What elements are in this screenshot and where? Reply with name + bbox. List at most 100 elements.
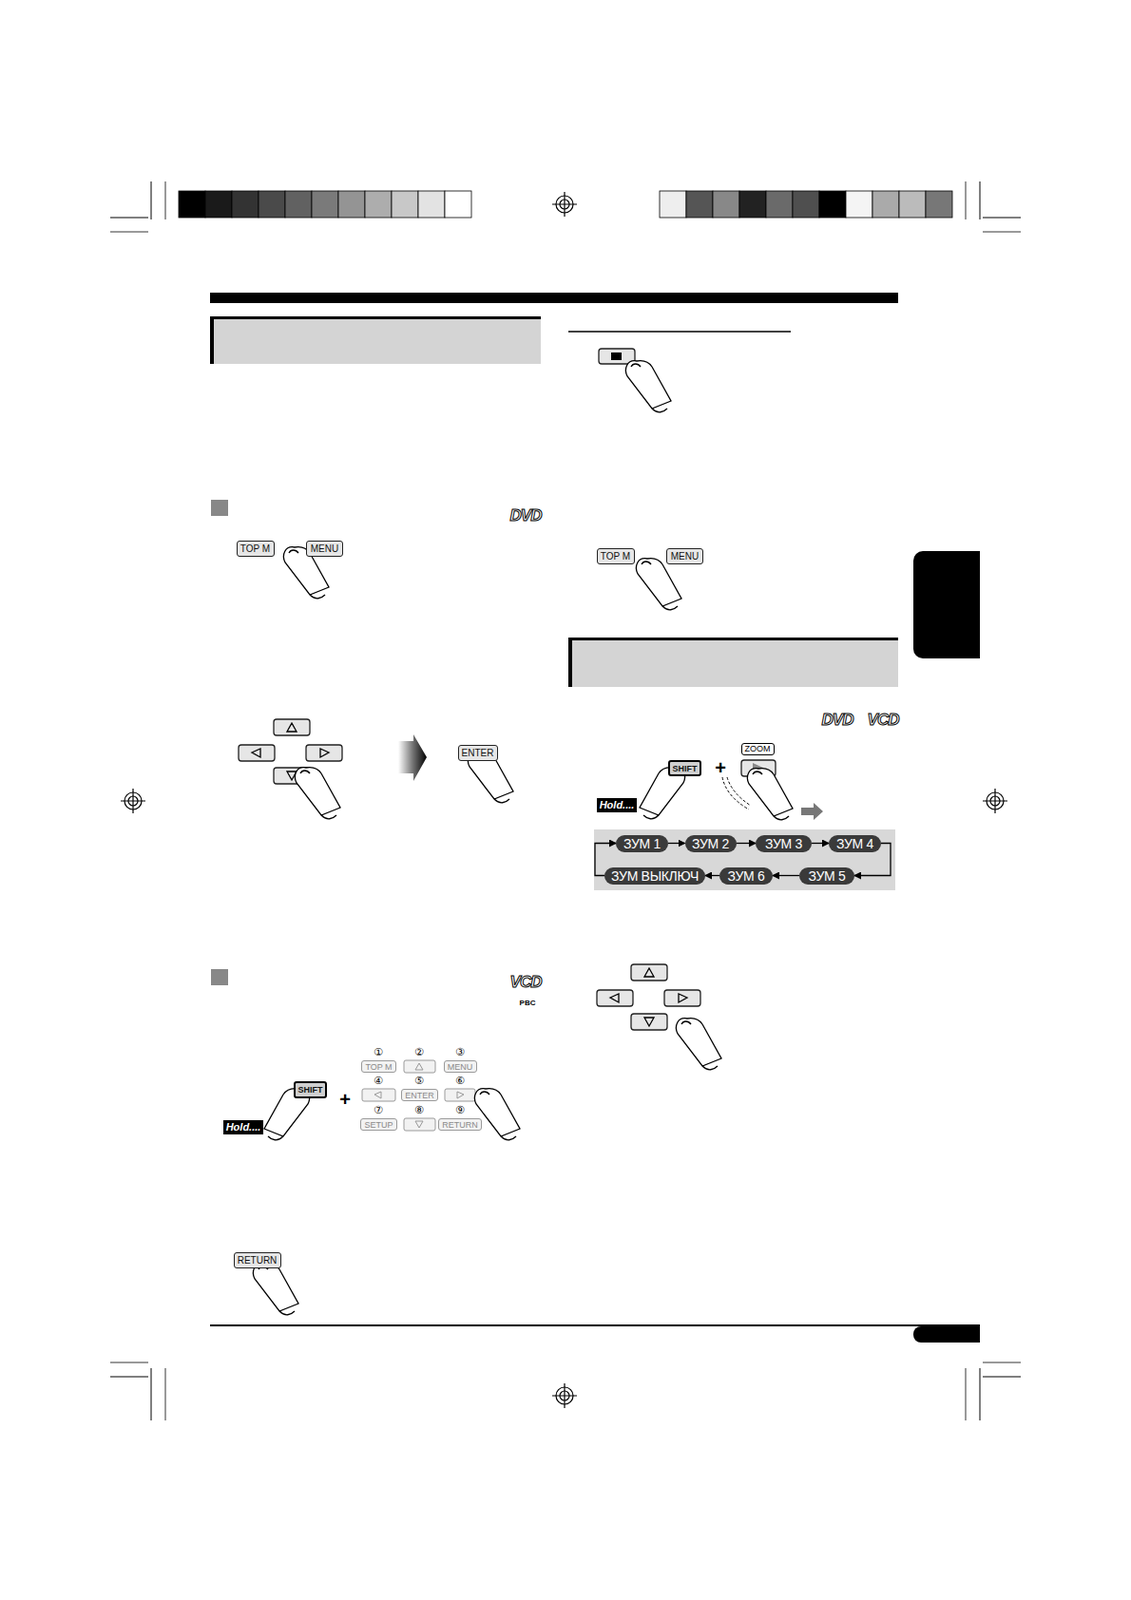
button-label: TOP M bbox=[364, 1062, 392, 1073]
disc-logo: PBC bbox=[519, 999, 537, 1008]
sequence-arrow bbox=[705, 875, 720, 877]
callout-number: ② bbox=[414, 1047, 424, 1058]
motion-arrow bbox=[801, 803, 824, 821]
finger bbox=[675, 1018, 722, 1071]
colour-bar bbox=[311, 191, 339, 218]
colour-bar bbox=[819, 191, 846, 218]
callout-number: ⑧ bbox=[414, 1105, 424, 1116]
button-label: ЗУМ ВЫКЛЮЧ bbox=[611, 868, 699, 884]
button-label: TOP M bbox=[240, 543, 270, 555]
button-label: RETURN bbox=[441, 1120, 479, 1131]
colour-bar bbox=[659, 191, 687, 218]
page-number-tab bbox=[913, 1326, 980, 1343]
callout-number: ⑨ bbox=[455, 1105, 465, 1116]
zoom-sequence-panel bbox=[594, 829, 896, 891]
colour-bar bbox=[845, 191, 873, 218]
footer-rule bbox=[210, 1324, 980, 1327]
button-label: SETUP bbox=[364, 1120, 393, 1131]
callout-number: ① bbox=[373, 1047, 384, 1058]
finger-illustrations bbox=[252, 361, 793, 1316]
remote-button: TOP M bbox=[361, 1060, 397, 1074]
colour-bar bbox=[925, 191, 953, 218]
bullet-square bbox=[210, 969, 229, 986]
finger bbox=[474, 1089, 520, 1141]
colour-bar bbox=[205, 191, 232, 218]
hold-tag: Hold.... bbox=[596, 798, 638, 813]
zoom-step: ЗУМ 6 bbox=[719, 867, 773, 885]
colour-bar bbox=[338, 191, 365, 218]
finger bbox=[294, 767, 341, 820]
sequence-arrow bbox=[772, 875, 800, 877]
button-label: ENTER bbox=[461, 747, 495, 759]
colour-bar bbox=[418, 191, 445, 218]
button-label: MENU bbox=[447, 1062, 474, 1073]
colour-bar bbox=[872, 191, 900, 218]
zoom-step: ЗУМ 4 bbox=[828, 835, 882, 853]
bullet-square bbox=[210, 499, 229, 517]
disc-logo: DVD bbox=[822, 711, 854, 729]
registration-marks bbox=[120, 191, 1008, 1409]
button-label: ЗУМ 1 bbox=[623, 836, 661, 852]
zoom-step: ЗУМ 3 bbox=[755, 835, 812, 853]
callout-number: ③ bbox=[455, 1047, 465, 1058]
sequence-arrow bbox=[668, 843, 686, 844]
button-label: MENU bbox=[310, 543, 339, 555]
arrow-keys bbox=[238, 348, 776, 1031]
remote-button: TOP M bbox=[236, 540, 275, 557]
plus-sign: + bbox=[714, 758, 727, 778]
key-label: ZOOM bbox=[741, 743, 775, 756]
remote-button: MENU bbox=[306, 540, 344, 557]
header-bar bbox=[210, 292, 899, 304]
button-label: RETURN bbox=[237, 1255, 278, 1266]
colour-bar bbox=[739, 191, 767, 218]
callout-number: ④ bbox=[373, 1075, 384, 1087]
button-label: ЗУМ 6 bbox=[727, 868, 765, 884]
disc-logo: DVD bbox=[510, 507, 542, 524]
remote-button: MENU bbox=[666, 548, 704, 565]
callout-number: ⑤ bbox=[414, 1075, 424, 1087]
remote-button: RETURN bbox=[233, 1252, 282, 1269]
colour-bar bbox=[444, 191, 472, 218]
remote-button: SHIFT bbox=[293, 1081, 327, 1099]
finger bbox=[747, 768, 793, 821]
colour-bar bbox=[285, 191, 312, 218]
colour-bar bbox=[712, 191, 740, 218]
button-label: SHIFT bbox=[672, 764, 698, 774]
finger bbox=[635, 558, 682, 611]
finger bbox=[252, 1264, 299, 1316]
side-tab bbox=[913, 551, 980, 659]
button-label: TOP M bbox=[600, 551, 631, 562]
button-label: ЗУМ 3 bbox=[765, 836, 803, 852]
plus-sign: + bbox=[339, 1090, 351, 1110]
colour-bar bbox=[792, 191, 820, 218]
hold-tag: Hold.... bbox=[223, 1120, 265, 1135]
button-label: SHIFT bbox=[298, 1085, 324, 1095]
colour-bar bbox=[231, 191, 259, 218]
button-label: ЗУМ 2 bbox=[691, 836, 729, 852]
subheading-rule bbox=[568, 330, 791, 333]
colour-bar bbox=[899, 191, 926, 218]
finger bbox=[625, 361, 671, 413]
colour-bar bbox=[391, 191, 419, 218]
remote-button: TOP M bbox=[596, 548, 635, 565]
sequence-arrow bbox=[811, 843, 829, 844]
disc-logo: VCD bbox=[867, 711, 900, 729]
heading-box bbox=[210, 316, 541, 365]
sequence-arrow bbox=[736, 843, 757, 844]
colour-bar bbox=[686, 191, 713, 218]
colour-bar bbox=[258, 191, 286, 218]
button-label: MENU bbox=[670, 551, 699, 562]
colour-bar bbox=[766, 191, 793, 218]
zoom-step: ЗУМ 1 bbox=[615, 835, 669, 853]
crop-marks bbox=[110, 181, 1021, 1421]
disc-logo: VCD bbox=[510, 974, 542, 991]
colour-bar bbox=[364, 191, 392, 218]
button-label: ЗУМ 5 bbox=[807, 868, 845, 884]
next-step-arrow bbox=[398, 734, 427, 782]
callout-number: ⑥ bbox=[455, 1075, 465, 1087]
zoom-step: ЗУМ 5 bbox=[799, 867, 855, 885]
colour-bar bbox=[178, 191, 206, 218]
